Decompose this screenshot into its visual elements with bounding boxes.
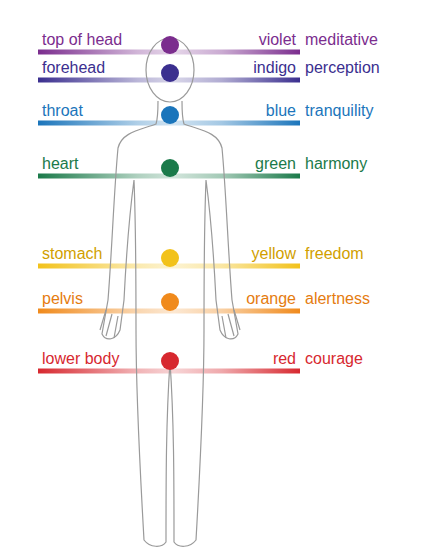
color-name-label: green	[255, 155, 296, 173]
color-name-label: yellow	[252, 245, 296, 263]
body-part-label: lower body	[42, 350, 119, 368]
body-part-label: pelvis	[42, 290, 83, 308]
quality-label: meditative	[305, 31, 378, 49]
quality-label: perception	[305, 59, 380, 77]
color-name-label: blue	[266, 102, 296, 120]
quality-label: harmony	[305, 155, 367, 173]
color-bars	[38, 50, 300, 374]
body-outline	[100, 38, 240, 546]
chakra-dot	[161, 106, 179, 124]
color-name-label: violet	[259, 31, 296, 49]
body-part-label: stomach	[42, 245, 102, 263]
color-name-label: indigo	[253, 59, 296, 77]
fingers	[100, 310, 240, 338]
body-left-half	[102, 101, 170, 546]
chakra-dot	[161, 293, 179, 311]
body-right-half	[170, 101, 238, 546]
body-part-label: forehead	[42, 59, 105, 77]
chakra-dot	[161, 249, 179, 267]
quality-label: freedom	[305, 245, 364, 263]
chakra-dot	[161, 36, 179, 54]
color-name-label: red	[273, 350, 296, 368]
color-name-label: orange	[246, 290, 296, 308]
body-part-label: heart	[42, 155, 78, 173]
quality-label: alertness	[305, 290, 370, 308]
quality-label: courage	[305, 350, 363, 368]
body-part-label: top of head	[42, 31, 122, 49]
quality-label: tranquility	[305, 102, 373, 120]
body-part-label: throat	[42, 102, 83, 120]
chakra-dots	[161, 36, 179, 370]
chakra-dot	[161, 352, 179, 370]
chakra-dot	[161, 64, 179, 82]
chakra-dot	[161, 159, 179, 177]
